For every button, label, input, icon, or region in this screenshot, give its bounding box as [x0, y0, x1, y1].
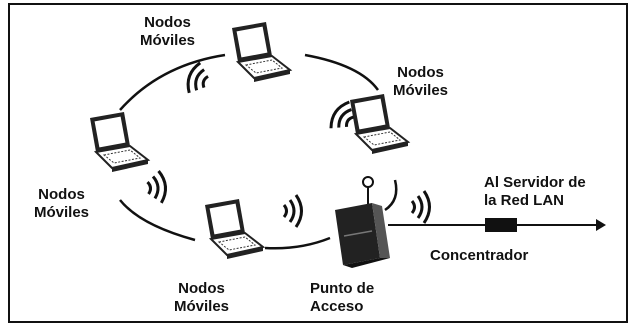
access-point-icon	[335, 176, 390, 268]
label-hub: Concentrador	[430, 247, 529, 264]
link-top-right	[304, 53, 380, 91]
wifi-waves-icon	[282, 193, 303, 229]
laptop-icon	[349, 93, 409, 155]
laptop-icon	[204, 198, 264, 260]
ring-links	[119, 53, 398, 250]
label-nodes-right: Nodos Móviles	[393, 64, 449, 99]
label-nodes-top: Nodos Móviles	[140, 14, 196, 49]
link-bottom-ap	[264, 236, 331, 250]
label-nodes-left: Nodos Móviles	[34, 186, 90, 221]
arrow-icon	[596, 219, 606, 231]
wifi-waves-icon	[410, 189, 431, 225]
label-nodes-bottom: Nodos Móviles	[174, 280, 230, 315]
laptop-icon	[89, 111, 149, 173]
label-access-point: Punto de Acceso	[310, 280, 375, 315]
link-left-bottom	[119, 199, 196, 242]
uplink	[388, 218, 606, 232]
wifi-waves-icon	[145, 169, 169, 206]
laptop-icon	[231, 21, 291, 83]
link-right-down	[384, 179, 398, 212]
hub-icon	[485, 218, 517, 232]
label-server: Al Servidor de la Red LAN	[484, 174, 586, 209]
link-top-left	[119, 53, 226, 111]
wifi-waves-icon	[182, 59, 213, 99]
